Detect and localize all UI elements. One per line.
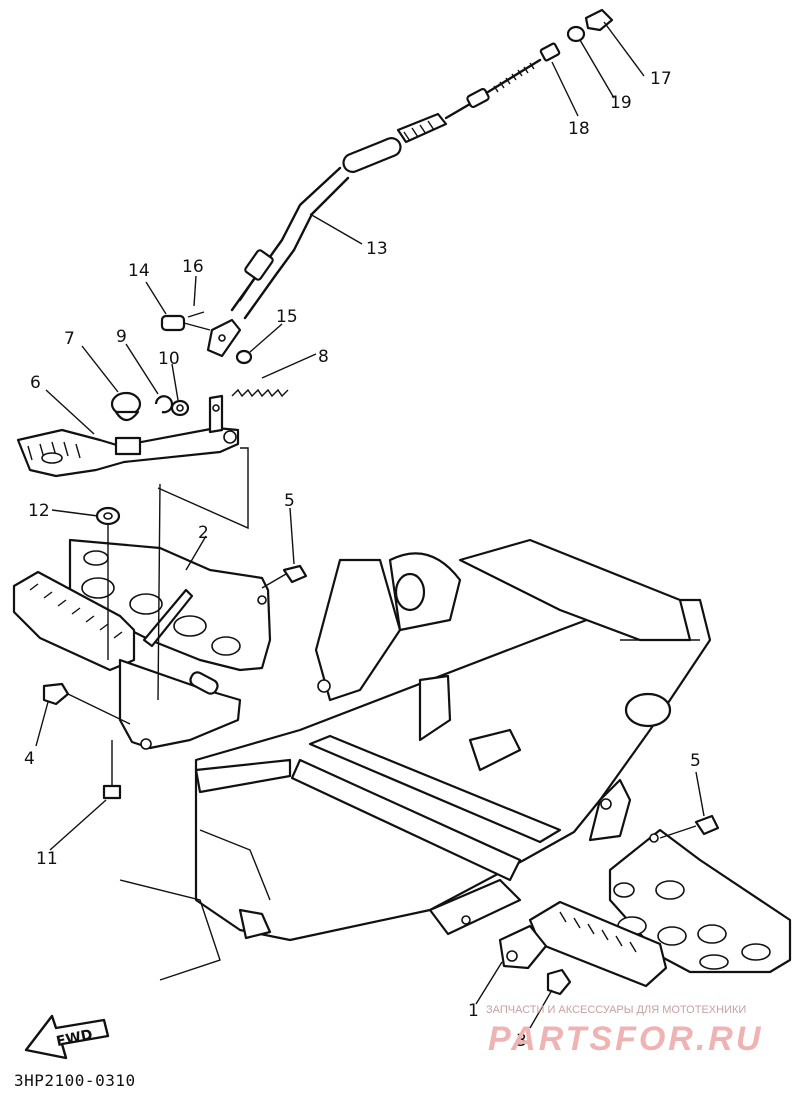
callout-10: 10	[158, 349, 180, 369]
callout-11: 11	[36, 849, 58, 869]
watermark-brand: PARTSFOR.RU	[488, 1020, 764, 1058]
forward-arrow-icon: FWD	[24, 1014, 110, 1060]
callout-1: 1	[468, 1001, 479, 1021]
callout-19: 19	[610, 93, 632, 113]
callout-4: 4	[24, 749, 35, 769]
callout-15: 15	[276, 307, 298, 327]
brake-pedal	[16, 394, 249, 530]
callout-12: 12	[28, 501, 50, 521]
callout-3: 3	[516, 1031, 527, 1051]
drawing-code: 3HP2100-0310	[14, 1071, 136, 1090]
leader-lines	[35, 21, 705, 1029]
callout-2: 2	[198, 523, 209, 543]
watermark: ЗАПЧАСТИ И АКСЕССУАРЫ ДЛЯ МОТОТЕХНИКИ PA…	[486, 1004, 796, 1064]
callout-6: 6	[30, 373, 41, 393]
callout-5: 5	[284, 491, 295, 511]
callout-18: 18	[568, 119, 590, 139]
frame	[119, 538, 712, 981]
callout-16: 16	[182, 257, 204, 277]
right-footrest	[498, 814, 792, 996]
callout-8: 8	[318, 347, 329, 367]
brake-linkage	[110, 311, 289, 422]
callout-17: 17	[650, 69, 672, 89]
left-footrest-bracket	[12, 483, 308, 800]
fwd-label: FWD	[55, 1027, 94, 1050]
watermark-tagline: ЗАПЧАСТИ И АКСЕССУАРЫ ДЛЯ МОТОТЕХНИКИ	[486, 1004, 747, 1016]
callout-5b: 5	[690, 751, 701, 771]
callout-labels: 1 2 3 4 5 5 6 7 8 9 10 11 12 13 14 15 16…	[24, 69, 701, 1051]
callout-7: 7	[64, 329, 75, 349]
callout-14: 14	[128, 261, 150, 281]
callout-9: 9	[116, 327, 127, 347]
callout-13: 13	[366, 239, 388, 259]
brake-cable	[230, 8, 614, 320]
